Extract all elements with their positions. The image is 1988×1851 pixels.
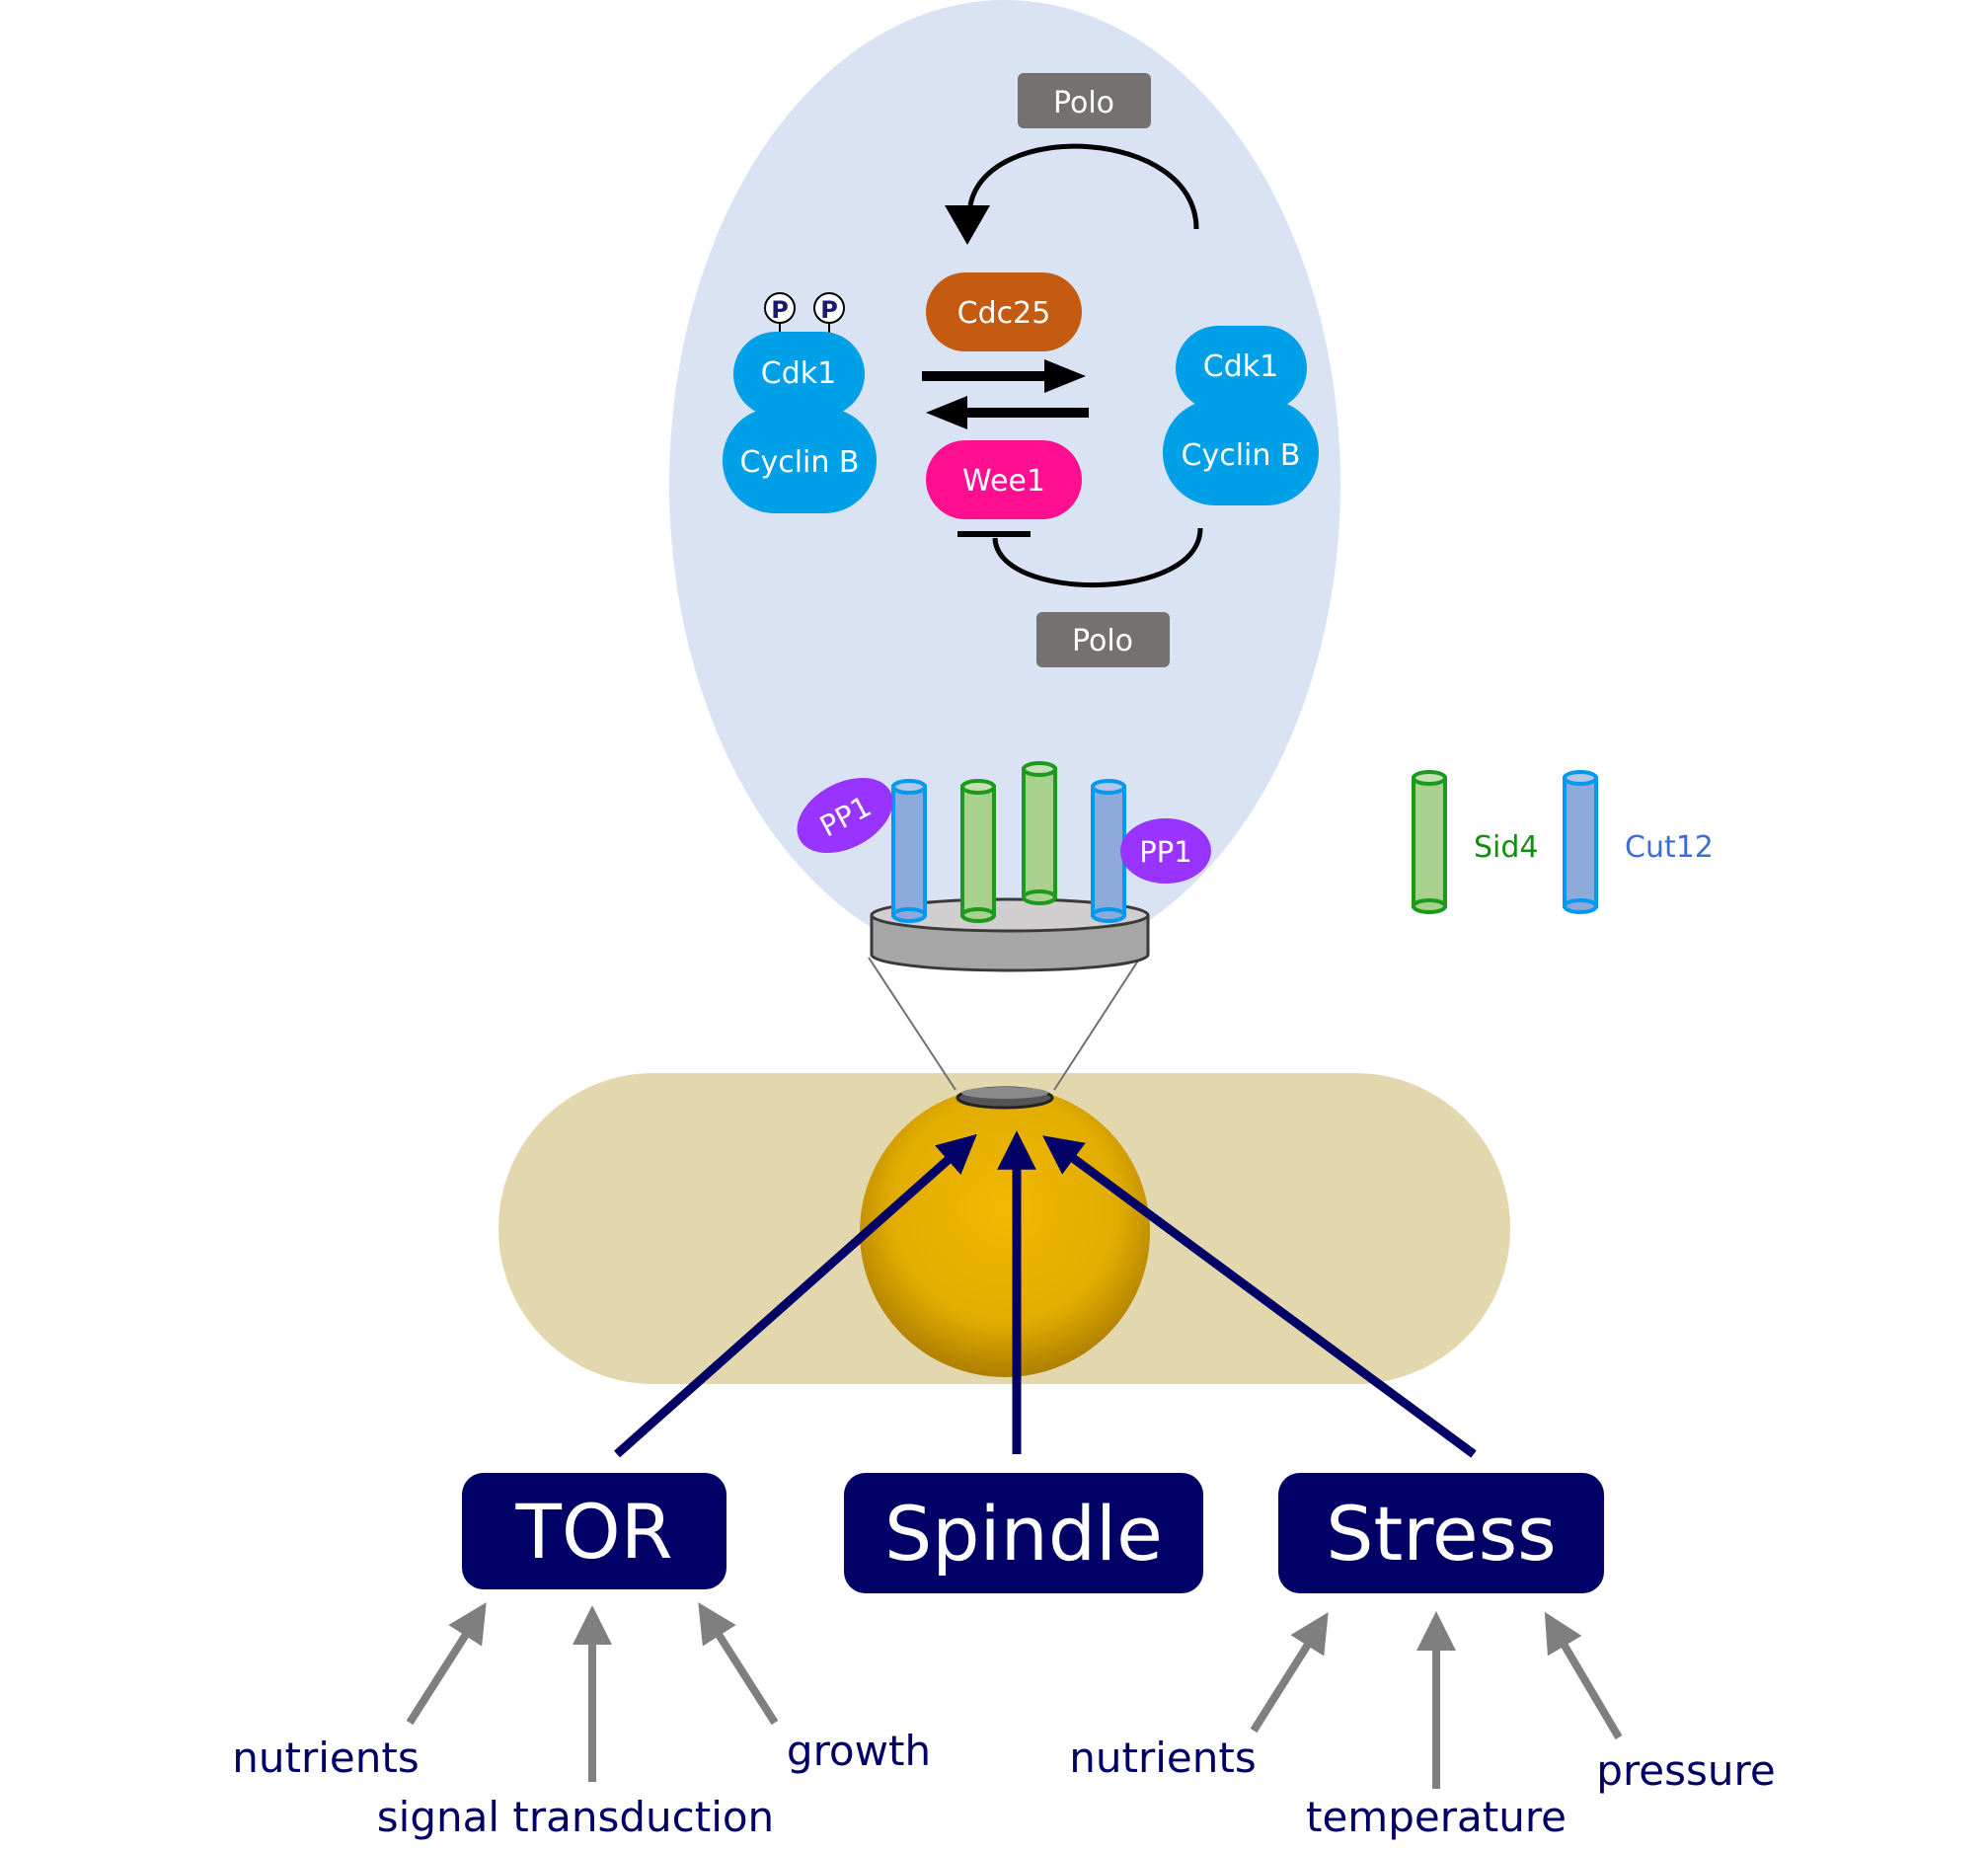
stress-input-nutrients: nutrients <box>1069 1734 1256 1782</box>
spb-disc <box>870 897 1150 972</box>
tor-box <box>462 1473 726 1589</box>
cut12-cylinder-2 <box>1091 779 1126 923</box>
right-cdk-complex: Cdk1 Cyclin B <box>1163 326 1319 505</box>
sid4-cylinder-1 <box>960 779 996 923</box>
cdc25-node <box>926 272 1082 351</box>
zoom-line-left <box>868 957 956 1091</box>
pp1-right <box>1120 818 1211 884</box>
right-cyclin-node <box>1163 400 1319 505</box>
nucleus <box>860 1087 1150 1377</box>
legend-sid4-label: Sid4 <box>1474 830 1539 865</box>
activation-arrowhead-icon <box>1044 359 1086 393</box>
stress-to-spb-arrow <box>1042 1135 1477 1458</box>
stress-input-temperature: temperature <box>1306 1793 1567 1841</box>
polo-bottom-box <box>1036 612 1170 667</box>
polo-activation-arc <box>967 143 1199 230</box>
tor-input-arrow-3 <box>698 1602 779 1726</box>
right-cyclin-label: Cyclin B <box>1182 438 1301 473</box>
left-cdk1-node <box>733 332 865 417</box>
right-cdk1-node <box>1176 326 1307 411</box>
right-cdk1-label: Cdk1 <box>1203 349 1278 384</box>
polo-activation-arrowhead-icon <box>945 205 990 245</box>
left-cyclin-node <box>723 408 877 513</box>
polo-top-box <box>1018 73 1151 128</box>
left-cyclin-label: Cyclin B <box>740 445 860 480</box>
legend-cut12-swatch <box>1563 770 1598 914</box>
tor-input-arrow-1 <box>406 1602 487 1726</box>
stress-input-arrow-3 <box>1544 1611 1623 1740</box>
pp1-left: PP1 <box>797 777 893 854</box>
tor-input-nutrients: nutrients <box>232 1734 419 1782</box>
stress-label: Stress <box>1326 1490 1557 1578</box>
polo-top-label: Polo <box>1053 86 1114 120</box>
phospho-label-2: P <box>820 296 838 324</box>
spb-on-nucleus-top <box>961 1087 1048 1099</box>
spindle-label: Spindle <box>884 1490 1163 1578</box>
phospho-circle-1-icon <box>764 292 796 324</box>
inactivation-arrowhead-icon <box>926 396 967 429</box>
stress-input-arrow-1 <box>1250 1612 1329 1734</box>
tor-input-growth: growth <box>787 1727 931 1775</box>
left-cdk1-label: Cdk1 <box>761 356 836 391</box>
wee1-label: Wee1 <box>962 464 1045 499</box>
polo-bottom-label: Polo <box>1072 624 1133 658</box>
phospho-label-1: P <box>771 296 789 324</box>
tor-label: TOR <box>514 1488 672 1576</box>
legend-sid4-swatch <box>1412 770 1447 914</box>
tor-to-spb-arrow <box>614 1133 977 1458</box>
spindle-box <box>844 1473 1203 1593</box>
stress-box <box>1278 1473 1604 1593</box>
polo-inhibition-arc <box>992 527 1203 588</box>
cut12-cylinder-1 <box>891 779 927 923</box>
tor-input-signal-transduction: signal transduction <box>377 1793 774 1841</box>
pp1-right-label: PP1 <box>1139 835 1191 869</box>
sid4-cylinder-2 <box>1022 761 1057 905</box>
stress-input-pressure: pressure <box>1596 1746 1775 1795</box>
wee1-node <box>926 440 1082 519</box>
spb-disc-top <box>870 897 1150 933</box>
phospho-circle-2-icon <box>813 292 845 324</box>
zoom-line-right <box>1053 957 1141 1091</box>
left-cdk-complex: P P Cdk1 Cyclin B <box>723 292 877 513</box>
cdc25-label: Cdc25 <box>957 296 1051 331</box>
legend-cut12-label: Cut12 <box>1625 830 1714 865</box>
